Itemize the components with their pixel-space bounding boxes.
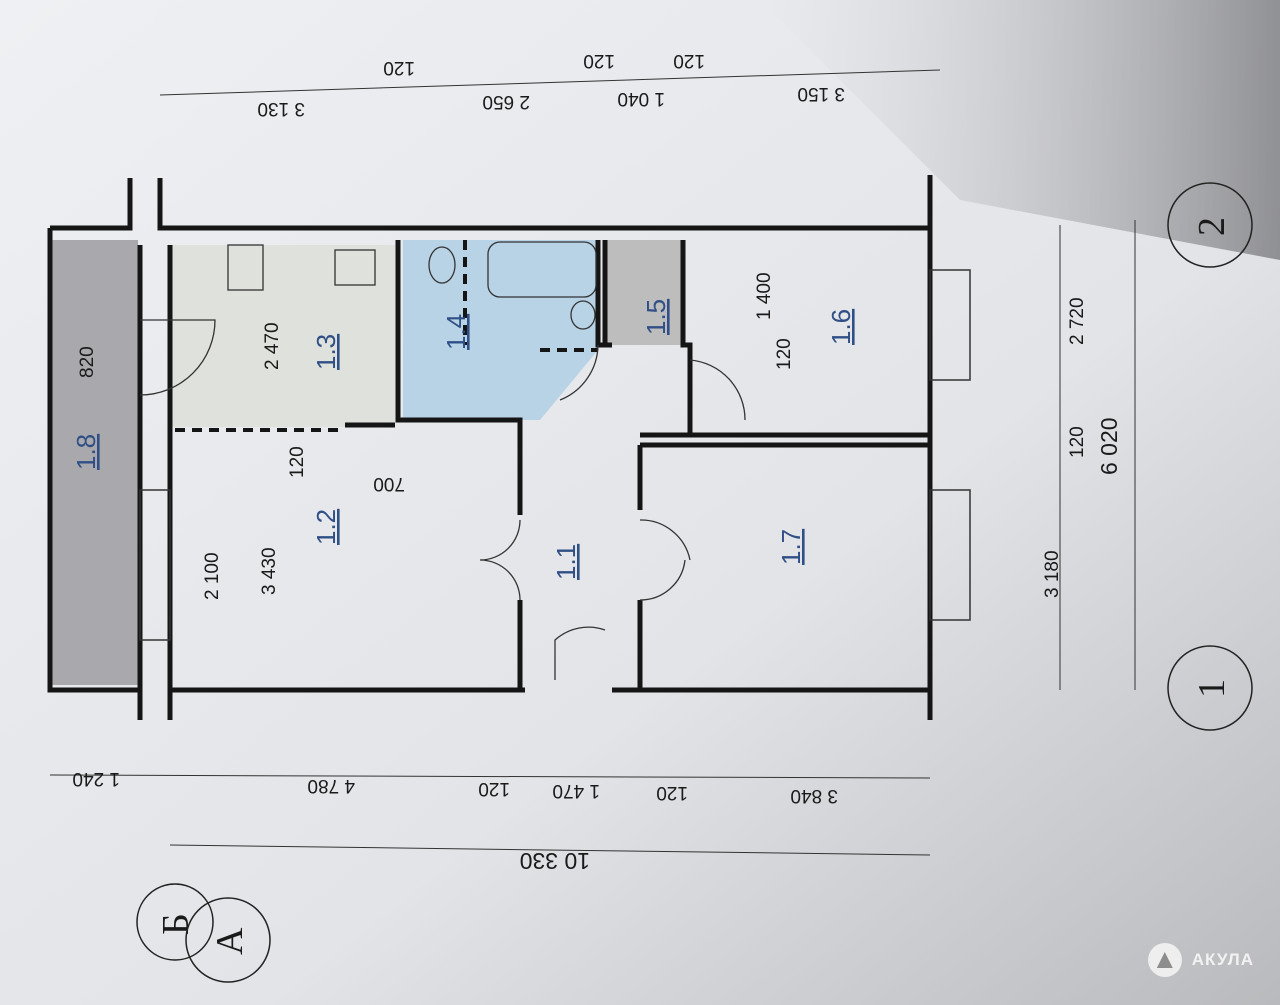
room-label-1-2: 1.2 — [311, 509, 341, 545]
dim-top-wall-3: 120 — [673, 50, 705, 71]
dim-top-wall-1: 120 — [383, 57, 415, 78]
axis-label-1: 1 — [1191, 679, 1233, 698]
dim-storage: 1 400 — [754, 272, 775, 320]
room-label-1-3: 1.3 — [311, 334, 341, 370]
kitchen-fill — [170, 245, 395, 427]
dim-kitchen: 2 470 — [262, 322, 283, 370]
toilet-icon — [428, 246, 456, 284]
dim-wall: 120 — [287, 446, 308, 478]
dim-bottom-4: 3 840 — [790, 785, 838, 806]
axis-label-a: А — [209, 927, 251, 955]
dim-bottom-total: 10 330 — [520, 848, 590, 874]
dim-right-2: 3 180 — [1042, 550, 1063, 598]
dim-right-1: 2 720 — [1067, 297, 1088, 345]
dim-right-wall: 120 — [1067, 426, 1088, 458]
dim-bottom-3: 1 470 — [552, 780, 600, 801]
dim-bottom-1: 1 240 — [72, 768, 120, 789]
dim-offset: 700 — [373, 473, 405, 494]
room-label-1-5: 1.5 — [641, 299, 671, 335]
axis-marker-b — [136, 883, 214, 961]
watermark: АКУЛА — [1147, 943, 1254, 977]
balcony-fill — [50, 240, 138, 685]
dim-top-2: 2 650 — [482, 91, 530, 112]
axis-label-b: Б — [155, 913, 197, 935]
dim-top-4: 3 150 — [797, 83, 845, 104]
dim-balcony-door: 820 — [77, 346, 98, 378]
axis-marker-a — [185, 897, 271, 983]
room-label-1-1: 1.1 — [551, 544, 581, 580]
bathtub-icon — [487, 241, 597, 298]
doors — [139, 319, 746, 680]
storage-fill — [605, 240, 683, 345]
dim-bottom-wall-2: 120 — [656, 782, 688, 803]
room-label-1-4: 1.4 — [441, 314, 471, 350]
room-label-1-6: 1.6 — [826, 309, 856, 345]
dim-top-3: 1 040 — [617, 88, 665, 109]
windows — [139, 269, 971, 641]
dim-top-1: 3 130 — [257, 98, 305, 119]
dim-top-wall-2: 120 — [583, 50, 615, 71]
dim-window: 2 100 — [202, 552, 223, 600]
dim-bottom-2: 4 780 — [307, 775, 355, 796]
washbasin-icon — [570, 300, 596, 330]
shark-logo-icon — [1147, 943, 1182, 977]
dimension-lines — [49, 69, 1136, 856]
axis-label-2: 2 — [1191, 217, 1233, 236]
dim-wall-2: 120 — [774, 338, 795, 370]
axis-marker-1 — [1167, 645, 1253, 731]
sink-icon — [334, 249, 376, 286]
dim-right-total: 6 020 — [1096, 417, 1122, 475]
room-label-1-7: 1.7 — [776, 529, 806, 565]
room-label-1-8: 1.8 — [71, 434, 101, 470]
dim-room-1-2: 3 430 — [259, 547, 280, 595]
dim-bottom-wall-1: 120 — [478, 778, 510, 799]
watermark-brand: АКУЛА — [1191, 950, 1254, 969]
bathroom-fill — [403, 240, 598, 420]
stove-icon — [227, 244, 264, 291]
shadow — [760, 0, 1280, 260]
axis-marker-2 — [1167, 182, 1253, 268]
